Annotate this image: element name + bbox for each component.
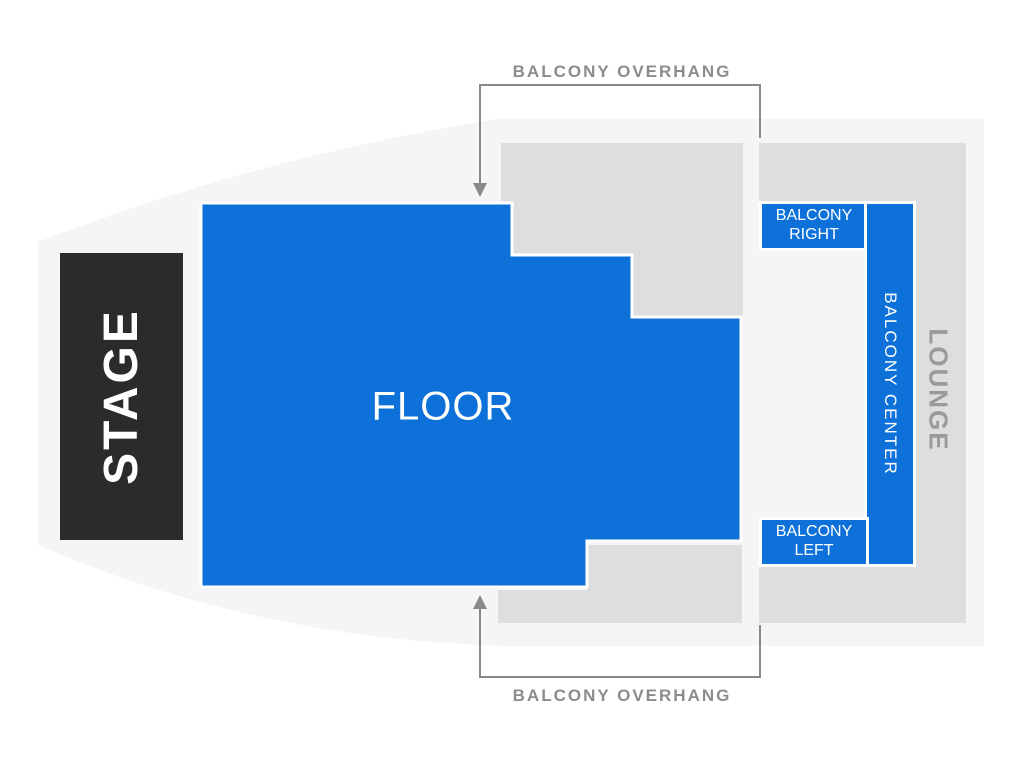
balcony-overhang-region-top <box>501 143 743 317</box>
balcony-overhang-annotation-top: BALCONY OVERHANG <box>512 62 732 81</box>
arrow-up-icon <box>473 595 487 609</box>
arrow-down-icon <box>473 183 487 197</box>
balcony-left-label: BALCONY LEFT <box>775 523 853 559</box>
floor-label: FLOOR <box>371 384 515 429</box>
lounge-label: LOUNGE <box>923 328 954 452</box>
balcony-center-section[interactable]: BALCONY CENTER <box>864 201 916 567</box>
stage-label: STAGE <box>95 308 149 485</box>
balcony-overhang-region-bottom <box>498 545 742 623</box>
stage-section: STAGE <box>60 253 183 540</box>
balcony-center-label: BALCONY CENTER <box>881 292 900 476</box>
balcony-right-section[interactable]: BALCONY RIGHT <box>759 201 869 251</box>
bottom-overhang-bracket <box>473 595 761 678</box>
lounge-inner-cutout <box>759 248 866 520</box>
balcony-right-label: BALCONY RIGHT <box>775 207 853 243</box>
top-overhang-bracket <box>473 84 761 197</box>
floor-section[interactable] <box>199 201 743 589</box>
balcony-overhang-annotation-bottom: BALCONY OVERHANG <box>512 686 732 705</box>
balcony-left-section[interactable]: BALCONY LEFT <box>759 517 869 567</box>
